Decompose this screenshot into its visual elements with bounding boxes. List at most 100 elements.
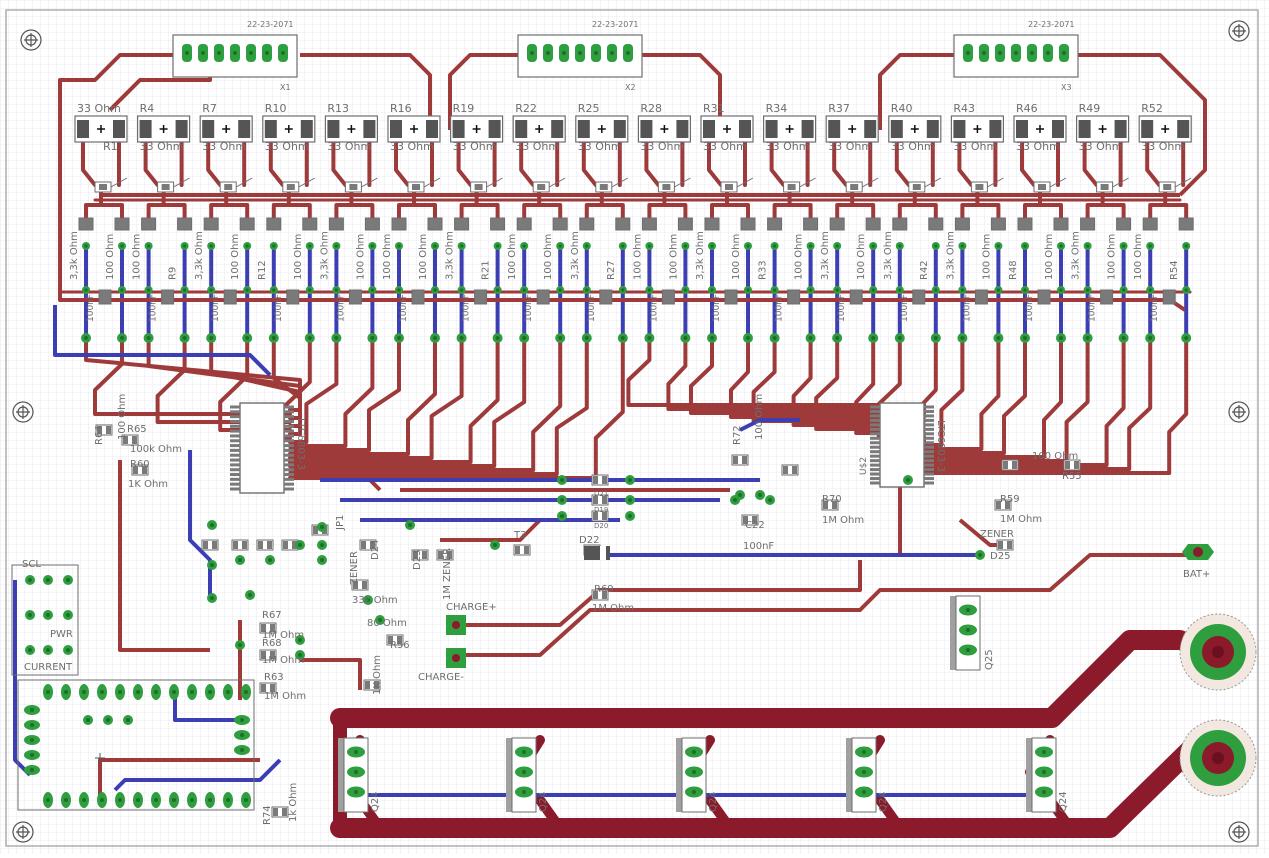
via-hole: [683, 288, 688, 292]
smd-pad: [141, 217, 157, 231]
trace: [922, 336, 1063, 459]
header-pin-hole: [610, 51, 614, 55]
ic-pin: [230, 453, 240, 457]
ic-pin: [284, 405, 294, 409]
smd-pad: [78, 217, 94, 231]
column-label-b: R9: [168, 267, 179, 280]
smd-pad: [374, 681, 379, 689]
trace: [288, 336, 527, 468]
diode-band: [600, 546, 606, 560]
smd-pad: [266, 217, 282, 231]
power-resistor-terminal: [202, 120, 215, 138]
trace: [288, 336, 339, 444]
via-hole: [746, 336, 750, 340]
d20-label: D20: [594, 522, 608, 530]
mount-hole-icon: [20, 29, 42, 51]
pad-hole: [190, 690, 194, 694]
smd-outline: [731, 454, 749, 466]
trace: [1145, 140, 1162, 187]
column-label-b: R21: [481, 260, 492, 280]
smd-pad: [261, 684, 266, 692]
smd-pad: [302, 217, 318, 231]
trace: [769, 140, 786, 187]
transistor-pad: [662, 184, 671, 190]
via-hole: [558, 288, 562, 292]
power-resistor-bottom-label: R1: [103, 140, 118, 153]
via-hole: [272, 288, 276, 292]
trace: [957, 140, 974, 187]
silk-line: [674, 177, 691, 188]
column-label-a: 100 Ohm: [382, 234, 393, 280]
misc-smd-parts: [95, 424, 1081, 818]
via-hole: [768, 498, 772, 502]
pad-hole: [1042, 750, 1046, 754]
trace: [288, 336, 500, 464]
via-hole: [370, 336, 375, 340]
via-hole: [733, 498, 737, 502]
pad-hole: [1042, 790, 1046, 794]
trace: [814, 336, 926, 431]
ic-pin: [230, 468, 240, 472]
r60-value: 1K Ohm: [128, 479, 168, 490]
via-hole: [647, 288, 652, 292]
pad-hole: [30, 768, 34, 772]
smd-pad: [792, 466, 797, 474]
ic-pin: [870, 472, 880, 476]
via-hole: [871, 336, 876, 340]
plus-icon: [222, 125, 231, 133]
via-hole: [683, 244, 688, 248]
via-hole: [560, 514, 564, 518]
ic-pin: [230, 473, 240, 477]
mosfet-label: Q24: [538, 791, 549, 812]
via-hole: [1059, 244, 1063, 248]
plus-icon: [1036, 125, 1044, 133]
via-hole: [209, 244, 213, 248]
via-hole: [210, 596, 214, 600]
column-label-b: 100 Ohm: [668, 234, 679, 280]
silk-line: [1049, 177, 1067, 188]
smd-pad: [1007, 541, 1012, 549]
power-resistor-top-label: R37: [828, 102, 850, 115]
smd-pad: [413, 551, 418, 559]
ic-pin: [924, 481, 934, 485]
via-hole: [272, 244, 276, 248]
transistor-pad: [412, 184, 420, 190]
smd-pad: [704, 217, 720, 231]
plus-icon: [848, 125, 857, 133]
zener-right-label: ZENER: [980, 529, 1014, 540]
via-hole: [558, 244, 562, 248]
via-hole: [370, 288, 374, 292]
ic-pin: [230, 429, 240, 433]
cap-label: 100nF: [1088, 294, 1098, 322]
via-hole: [808, 336, 813, 340]
ic-pin: [870, 468, 880, 472]
smd-pad: [641, 217, 657, 231]
via-hole: [106, 718, 110, 722]
power-resistor-terminal: [577, 120, 590, 138]
r63-label: R63: [264, 672, 284, 683]
via-hole: [378, 618, 382, 622]
smd-pad: [239, 217, 255, 231]
ic-pin: [924, 405, 934, 409]
via-hole: [320, 525, 324, 529]
column-label-a: 3,3k Ohm: [695, 231, 706, 280]
via-hole: [84, 244, 88, 248]
smd-outline: [436, 549, 454, 561]
via-hole: [308, 244, 312, 248]
ic-u2-label: LTC6803-3: [935, 420, 946, 472]
header-ref: X2: [625, 83, 636, 92]
via-hole: [183, 244, 187, 248]
via-hole: [758, 493, 762, 497]
smd-pad: [1178, 217, 1194, 231]
ic-pin: [870, 436, 880, 440]
column-label-a: 3,3k Ohm: [1071, 231, 1082, 280]
power-resistor-top-label: R7: [202, 102, 217, 115]
cap-pad: [787, 289, 801, 305]
bottom-major-routing: [13, 305, 1040, 797]
smd-outline: [781, 464, 799, 476]
smd-outline: [591, 494, 609, 506]
plus-icon: [410, 125, 418, 133]
trace: [288, 336, 464, 460]
